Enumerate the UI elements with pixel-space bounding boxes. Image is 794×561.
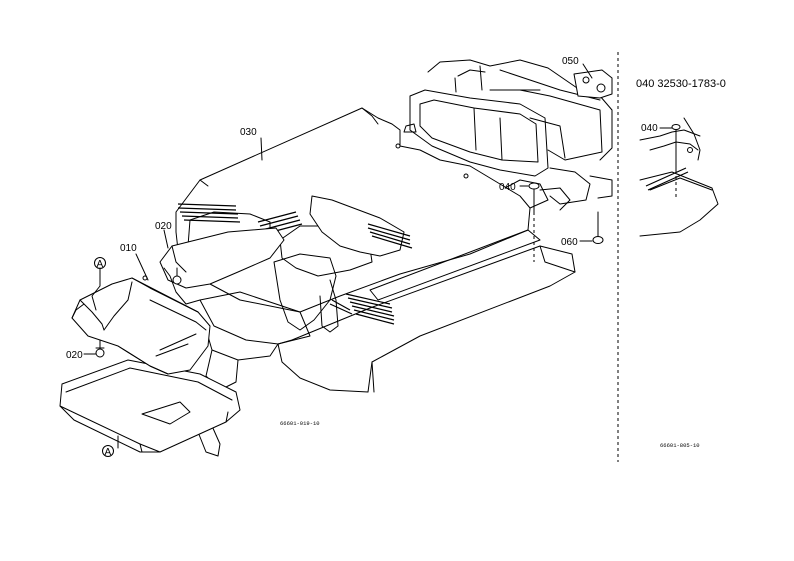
callout-020-upper: 020 bbox=[155, 221, 172, 232]
figure-code-inset: 66601-805-10 bbox=[660, 442, 700, 449]
bolt-020-lower bbox=[95, 348, 105, 358]
mat-hatching bbox=[177, 203, 413, 325]
rear-frame-assembly bbox=[403, 59, 613, 211]
figure-code-main: 66601-019-10 bbox=[280, 420, 320, 427]
ref-marker-a-upper bbox=[94, 257, 106, 269]
left-bracket-assembly bbox=[159, 227, 285, 305]
callout-020-lower: 020 bbox=[66, 350, 83, 361]
callout-030: 030 bbox=[240, 127, 257, 138]
inset-detail: 040 32530-1783-0 040 66601-805-10 bbox=[636, 78, 726, 449]
callout-labels: 030 020 010 020 050 040 060 bbox=[66, 56, 579, 361]
front-tray bbox=[59, 359, 241, 453]
bracket-050 bbox=[573, 69, 613, 99]
inset-bolt-040 bbox=[671, 124, 681, 130]
callout-040: 040 bbox=[499, 182, 516, 193]
ref-marker-a-lower bbox=[102, 445, 114, 457]
ref-marker-a-upper-text: A bbox=[97, 259, 104, 270]
inset-callout-040: 040 bbox=[641, 123, 658, 134]
bolts bbox=[95, 182, 604, 358]
ref-marker-a-lower-text: A bbox=[105, 447, 112, 458]
inset-header: 040 32530-1783-0 bbox=[636, 78, 726, 90]
nut-060 bbox=[592, 236, 604, 244]
callout-010: 010 bbox=[120, 243, 137, 254]
bolt-040 bbox=[528, 182, 540, 190]
callout-060: 060 bbox=[561, 237, 578, 248]
callout-050: 050 bbox=[562, 56, 579, 67]
cover-010 bbox=[71, 275, 211, 375]
leader-lines bbox=[83, 63, 593, 449]
reference-markers: A A bbox=[94, 257, 114, 458]
